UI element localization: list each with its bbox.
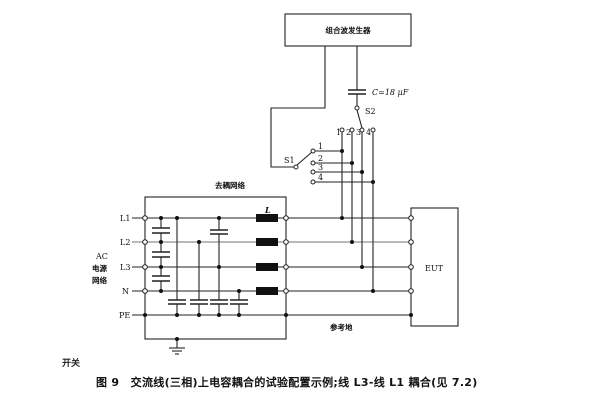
cap-gap (210, 230, 228, 234)
coupling-junction-l3 (360, 265, 364, 269)
output-junction-pe (284, 313, 288, 317)
inductor-l1 (256, 214, 278, 222)
junction-dot (175, 216, 179, 220)
reference-ground-label: 参考地 (330, 322, 353, 332)
junction-dot (159, 289, 163, 293)
junction-dot (217, 265, 221, 269)
input-terminal-l3 (142, 264, 148, 270)
s2-label: S2 (365, 107, 376, 116)
line-label-n: N (122, 287, 129, 296)
coupling-junction-l2 (350, 240, 354, 244)
line-label-l3: L3 (120, 263, 130, 272)
junction-dot (350, 161, 354, 165)
eut-junction-pe (409, 313, 413, 317)
cap-gap (152, 252, 170, 257)
junction-dot (175, 337, 179, 341)
surge-generator-box (284, 13, 412, 47)
junction-dot (159, 265, 163, 269)
line-label-l1: L1 (120, 214, 130, 223)
s1-pos-label-3: 3 (318, 163, 323, 172)
line-label-l2: L2 (120, 238, 130, 247)
cap-gap (230, 300, 248, 304)
s1-contact-1[interactable] (310, 148, 316, 154)
generator-label: 组合波发生器 (326, 25, 371, 35)
output-terminal-n (283, 288, 289, 294)
capacitor-label: C=18 μF (372, 88, 409, 97)
cap-gap (190, 300, 208, 304)
s2-switch-arm[interactable] (356, 109, 363, 129)
s2-contact-4[interactable] (370, 127, 376, 133)
generator-return-wire (270, 46, 326, 168)
junction-dot (237, 313, 241, 317)
coupling-junction-l1 (340, 216, 344, 220)
line-to-pe-capacitors (168, 216, 248, 317)
junction-dot (340, 149, 344, 153)
s2-pos-label-3: 3 (356, 128, 361, 137)
s1-pos-label-2: 2 (318, 154, 323, 163)
inductor-n (256, 287, 278, 295)
s1-pos-label-1: 1 (318, 142, 323, 151)
s1-contact-4[interactable] (310, 179, 316, 185)
s2-pos-label-4: 4 (366, 128, 371, 137)
output-terminal-l2 (283, 239, 289, 245)
s1-pos-label-4: 4 (318, 173, 323, 182)
inductor-label: L (264, 205, 271, 215)
junction-dot (175, 313, 179, 317)
output-terminal-l3 (283, 264, 289, 270)
s2-pos-label-1: 1 (336, 128, 341, 137)
junction-dot (217, 216, 221, 220)
cap-gap (210, 300, 228, 304)
decoupling-network-label: 去耦网络 (215, 180, 245, 190)
input-junction-pe (143, 313, 147, 317)
junction-dot (360, 170, 364, 174)
ground-icon (169, 347, 185, 355)
s1-pivot (293, 164, 299, 170)
eut-terminal-l2 (408, 239, 414, 245)
input-terminal-l1 (142, 215, 148, 221)
junction-dot (159, 240, 163, 244)
s2-pos-label-2: 2 (346, 128, 351, 137)
junction-dot (159, 216, 163, 220)
s1-label: S1 (284, 156, 295, 165)
output-terminal-l1 (283, 215, 289, 221)
eut-label: EUT (425, 264, 444, 273)
power-label: 电源 (92, 263, 107, 273)
inductor-l3 (256, 263, 278, 271)
stray-text: 开关 (62, 359, 81, 369)
cap-gap (168, 300, 186, 304)
figure-caption: 图 9 交流线(三相)上电容耦合的试验配置示例;线 L3-线 L1 耦合(见 7… (96, 376, 478, 389)
junction-dot (197, 240, 201, 244)
cap-gap (152, 228, 170, 233)
junction-dot (371, 180, 375, 184)
junction-dot (237, 289, 241, 293)
coupling-junction-n (371, 289, 375, 293)
input-terminal-l2 (142, 239, 148, 245)
inductor-l2 (256, 238, 278, 246)
s1-contact-2[interactable] (310, 160, 316, 166)
ac-label: AC (95, 252, 108, 261)
eut-terminal-l1 (408, 215, 414, 221)
s1-contact-3[interactable] (310, 169, 316, 175)
input-terminal-n (142, 288, 148, 294)
eut-terminal-l3 (408, 264, 414, 270)
s1-switch-arm[interactable] (296, 151, 313, 166)
eut-terminal-n (408, 288, 414, 294)
line-label-pe: PE (119, 311, 130, 320)
junction-dot (217, 313, 221, 317)
line-to-line-capacitors (152, 216, 170, 293)
s2-pivot (354, 105, 360, 111)
s1-contacts: 1 2 3 4 (310, 142, 323, 185)
cap-gap (152, 276, 170, 281)
junction-dot (197, 313, 201, 317)
network-label: 网络 (92, 275, 107, 285)
